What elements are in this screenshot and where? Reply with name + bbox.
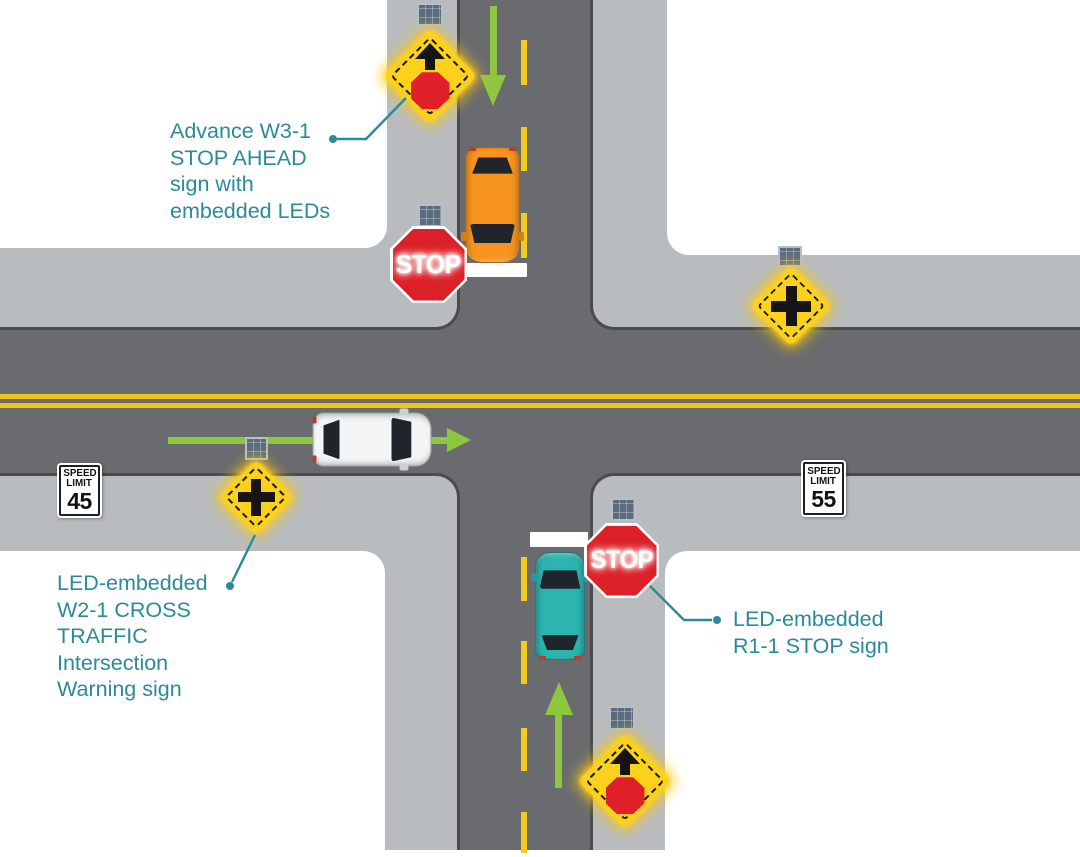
northbound-arrow-shaft: [555, 714, 562, 788]
car-mirror: [461, 231, 467, 241]
mini-stop-octagon-icon: [606, 777, 645, 814]
lane-dash: [521, 728, 527, 771]
up-arrow-icon: [415, 43, 445, 59]
block-bottom-right: [665, 551, 1080, 850]
northbound-arrow-head: [545, 682, 573, 715]
stop-sign-north: STOP: [390, 226, 467, 303]
label-line: Advance W3-1: [170, 119, 312, 143]
speed-limit-word: SPEED: [806, 465, 841, 477]
southbound-arrow-shaft: [490, 6, 497, 76]
car-windshield: [470, 224, 515, 244]
lane-dash: [521, 641, 527, 684]
car-mirror: [531, 572, 537, 582]
solar-panel-icon: [417, 3, 443, 26]
label-advance-w31: Advance W3-1 STOP AHEAD sign with embedd…: [170, 118, 330, 224]
lane-dash: [521, 557, 527, 601]
label-cross-w21: LED-embedded W2-1 CROSS TRAFFIC Intersec…: [57, 570, 208, 703]
label-stop-r11: LED-embedded R1-1 STOP sign: [733, 606, 889, 659]
car-tail-light: [509, 147, 516, 151]
solar-panel-icon: [778, 246, 802, 267]
eastbound-arrow-shaft: [168, 437, 449, 444]
stop-sign-south: STOP: [584, 523, 659, 598]
car-tail-light: [539, 656, 546, 660]
up-arrow-stem: [425, 59, 435, 71]
speed-limit-word: LIMIT: [810, 475, 837, 487]
speed-limit-45-sign: SPEED LIMIT 45: [57, 463, 102, 518]
intersection-patch: [428, 298, 622, 502]
bottom-margin: [0, 850, 1080, 857]
car-windshield: [539, 570, 581, 589]
car-mirror: [399, 408, 409, 415]
stop-ahead-sign-north: [383, 29, 477, 123]
lane-dash: [521, 812, 527, 853]
label-line: STOP AHEAD: [170, 145, 307, 170]
lane-dash: [521, 40, 527, 85]
speed-limit-55-sign: SPEED LIMIT 55: [801, 460, 846, 517]
car-tail-light: [574, 656, 581, 660]
solar-panel-icon: [611, 498, 636, 521]
southbound-arrow-head: [480, 75, 506, 106]
car-mirror: [518, 231, 524, 241]
cross-icon: [251, 478, 261, 516]
car-tail-light: [469, 147, 476, 151]
car-windshield: [391, 417, 411, 461]
mini-stop-octagon-icon: [411, 72, 450, 109]
stop-bar-north-approach: [466, 263, 527, 277]
speed-limit-word: SPEED: [62, 467, 97, 479]
stop-bar-south-approach: [530, 532, 588, 547]
stop-sign-text: STOP: [590, 546, 653, 574]
label-line: TRAFFIC: [57, 624, 148, 648]
label-line: embedded LEDs: [170, 198, 331, 223]
cross-traffic-sign-west: [219, 460, 293, 534]
label-line: LED-embedded: [733, 607, 884, 631]
car-southbound-orange: [461, 147, 524, 263]
eastbound-arrow-head: [447, 428, 471, 452]
label-line: Intersection: [57, 650, 169, 675]
cross-traffic-sign-east: [751, 266, 831, 346]
solar-panel-icon: [245, 437, 268, 460]
label-line: sign with: [170, 172, 254, 196]
speed-limit-word: LIMIT: [66, 477, 93, 489]
car-tail-light: [312, 455, 317, 463]
up-arrow-icon: [610, 748, 640, 764]
car-tail-light: [312, 416, 317, 424]
car-mirror: [399, 464, 409, 471]
center-line-bottom: [0, 403, 1080, 408]
car-rear-window: [323, 420, 340, 460]
block-bottom-left: [0, 551, 385, 850]
lane-dash: [521, 213, 527, 258]
car-rear-window: [541, 635, 579, 651]
cross-icon: [785, 286, 797, 326]
block-top-right: [667, 0, 1080, 255]
up-arrow-stem: [620, 764, 630, 776]
solar-panel-icon: [609, 706, 635, 730]
label-line: LED-embedded: [57, 571, 208, 595]
solar-panel-icon: [418, 204, 443, 227]
car-eastbound-white: [312, 408, 432, 471]
speed-limit-value: 55: [811, 485, 836, 512]
stop-ahead-sign-south: [578, 734, 672, 828]
block-top-left: [0, 0, 387, 248]
car-northbound-teal: [531, 552, 589, 660]
lane-dash: [521, 127, 527, 171]
car-rear-window: [472, 157, 513, 173]
center-line-top: [0, 394, 1080, 399]
stop-sign-text: STOP: [396, 249, 461, 279]
label-line: R1-1 STOP sign: [733, 633, 889, 658]
speed-limit-value: 45: [67, 487, 92, 514]
label-line: W2-1 CROSS: [57, 597, 191, 622]
label-line: Warning sign: [57, 677, 182, 701]
